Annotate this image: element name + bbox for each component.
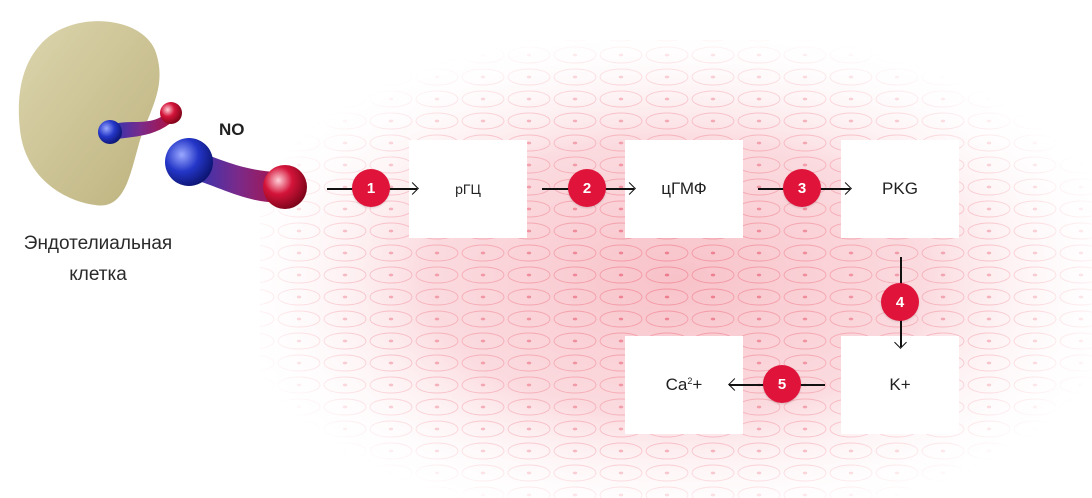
endothelial-cell-shape — [18, 21, 160, 206]
step-badge-1: 1 — [352, 169, 390, 207]
node-cgmp: цГМФ — [625, 140, 743, 238]
node-k-text: K+ — [889, 375, 911, 394]
endothelial-cell-label: Эндотелиальная клетка — [0, 228, 196, 290]
node-cgmp-text: цГМФ — [661, 179, 707, 198]
node-ca-text: Ca2+ — [665, 375, 703, 394]
step-badge-2: 2 — [568, 169, 606, 207]
large-no-molecule-icon — [165, 138, 307, 209]
small-no-molecule-icon — [98, 102, 182, 144]
node-ca: Ca2+ — [625, 336, 743, 434]
step-badge-3: 3 — [783, 169, 821, 207]
no-label: NO — [219, 120, 245, 139]
node-rgc-text: рГЦ — [455, 181, 481, 197]
node-k: K+ — [841, 336, 959, 434]
node-pkg-text: PKG — [882, 179, 918, 198]
step-badge-4: 4 — [881, 283, 919, 321]
node-pkg: PKG — [841, 140, 959, 238]
smooth-muscle-tissue — [260, 40, 1092, 498]
cell-label-line2: клетка — [69, 264, 127, 285]
step-badge-5: 5 — [763, 365, 801, 403]
node-rgc: рГЦ — [409, 140, 527, 238]
cell-label-line1: Эндотелиальная — [23, 233, 173, 254]
